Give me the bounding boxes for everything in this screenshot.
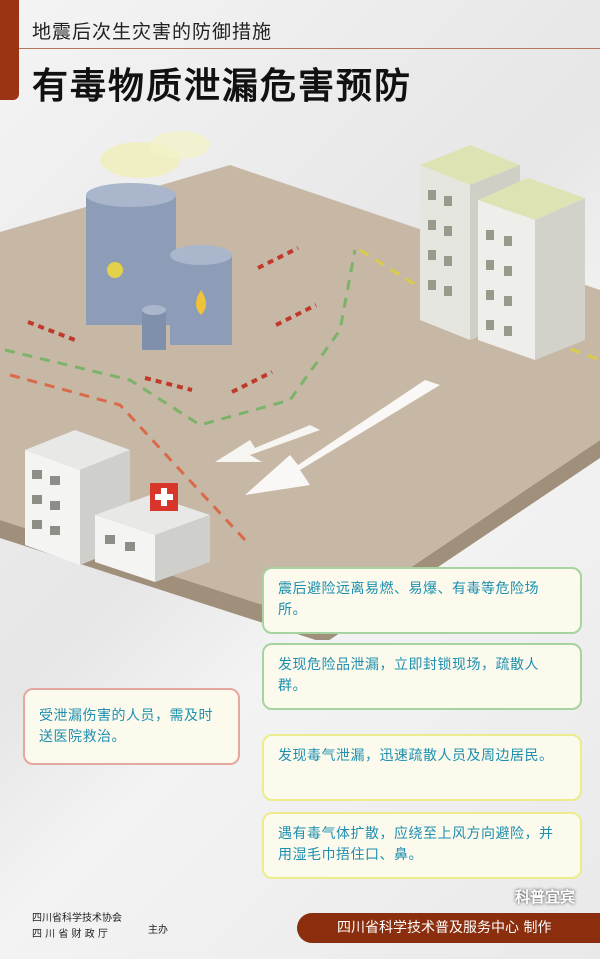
- producer-text: 四川省科学技术普及服务中心 制作: [337, 920, 552, 936]
- tip-card-seal-leak-site: 发现危险品泄漏，立即封锁现场，疏散人群。: [262, 643, 582, 710]
- illustration-scene: [0, 131, 600, 640]
- organizer-list: 四川省科学技术协会 四 川 省 财 政 厅: [32, 911, 122, 943]
- tip-card-avoid-hazard-sites: 震后避险远离易燃、易爆、有毒等危险场所。: [262, 567, 582, 634]
- watermark-logo: 科普宜宾: [515, 888, 576, 906]
- tip-card-seek-treatment: 受泄漏伤害的人员，需及时送医院救治。: [23, 688, 240, 765]
- tip-card-evacuate-residents: 发现毒气泄漏，迅速疏散人员及周边居民。: [262, 734, 582, 801]
- organizer-1: 四川省科学技术协会: [32, 913, 122, 924]
- barrier-icon: [27, 246, 317, 394]
- route-red: [9, 373, 247, 542]
- organizer-2: 四 川 省 财 政 厅: [32, 929, 108, 940]
- evacuation-arrow-icon: [215, 425, 320, 462]
- hospital-icon: [25, 430, 210, 582]
- route-green: [4, 249, 357, 427]
- producer-bar: 四川省科学技术普及服务中心 制作: [297, 913, 600, 943]
- tip-text: 震后避险远离易燃、易爆、有毒等危险场所。: [278, 581, 539, 618]
- tip-text: 发现危险品泄漏，立即封锁现场，疏散人群。: [278, 657, 539, 694]
- tip-text: 遇有毒气体扩散，应绕至上风方向避险，并用湿毛巾捂住口、鼻。: [278, 826, 554, 863]
- header-accent-bar: [0, 0, 19, 100]
- page-subtitle: 地震后次生灾害的防御措施: [32, 21, 273, 43]
- evacuation-arrow-icon: [245, 380, 440, 495]
- tip-text: 受泄漏伤害的人员，需及时送医院救治。: [39, 708, 213, 745]
- header-divider: [19, 48, 600, 49]
- apartment-buildings-icon: [420, 145, 585, 360]
- tip-card-upwind-wet-towel: 遇有毒气体扩散，应绕至上风方向避险，并用湿毛巾捂住口、鼻。: [262, 812, 582, 879]
- chemical-plant-icon: [86, 131, 232, 350]
- host-label: 主办: [148, 925, 168, 936]
- tip-text: 发现毒气泄漏，迅速疏散人员及周边居民。: [278, 748, 554, 764]
- page-title: 有毒物质泄漏危害预防: [32, 66, 413, 107]
